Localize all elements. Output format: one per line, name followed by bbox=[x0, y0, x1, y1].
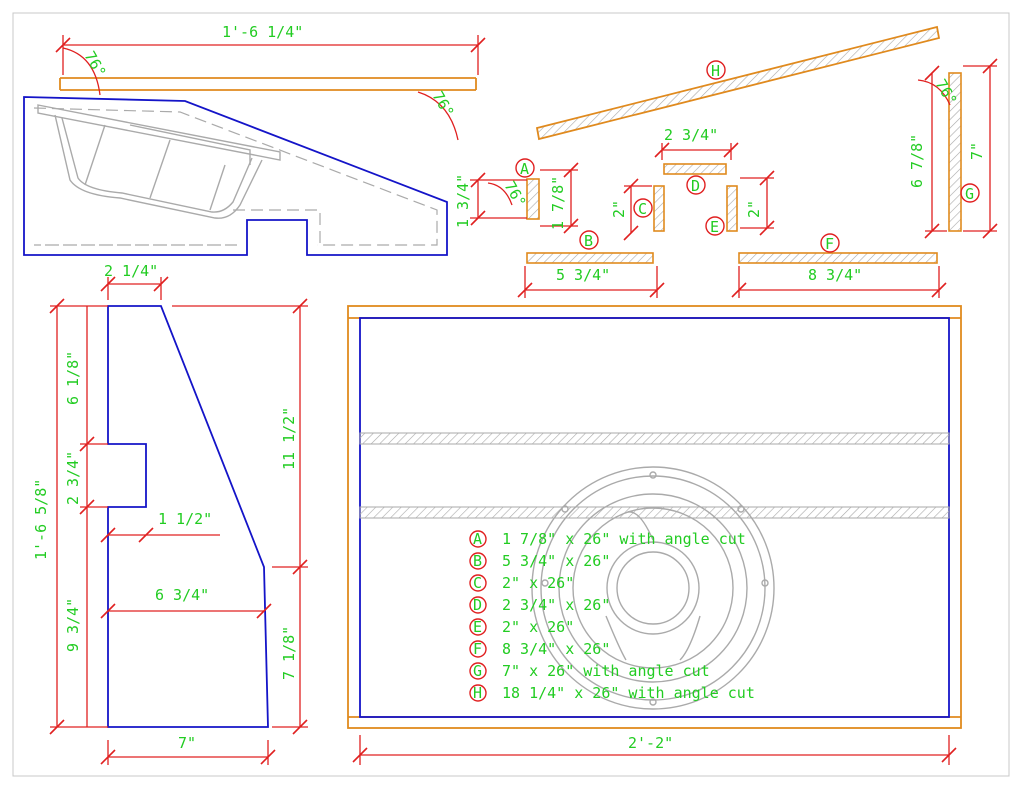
cut-list-item: F 8 3/4" x 26" bbox=[469, 640, 610, 658]
c-height-dim: 2" bbox=[610, 200, 628, 218]
subwoofer-front bbox=[531, 466, 775, 710]
cut-list-letter: F bbox=[473, 640, 482, 658]
side-total-dim: 1'-6 5/8" bbox=[32, 479, 50, 560]
part-a-label: A bbox=[520, 160, 529, 178]
cut-list-item: G 7" x 26" with angle cut bbox=[469, 662, 710, 680]
part-sections: H A 1 3/4" 76° 1 7/8" C 2" D bbox=[454, 25, 998, 298]
a-height-dim: 1 3/4" bbox=[454, 174, 472, 228]
cut-list-text: 5 3/4" x 26" bbox=[502, 552, 610, 570]
cut-list-letter: C bbox=[473, 574, 482, 592]
cut-list-item: E 2" x 26" bbox=[469, 618, 574, 636]
front-panel-board bbox=[347, 305, 962, 729]
cut-list-text: 1 7/8" x 26" with angle cut bbox=[502, 530, 746, 548]
cut-list-bubble bbox=[469, 596, 487, 614]
cut-list-item: A 1 7/8" x 26" with angle cut bbox=[469, 530, 746, 548]
angle-right-dim: 76° bbox=[429, 88, 458, 120]
side-panel-outline bbox=[107, 305, 269, 728]
cut-list-letter: A bbox=[473, 530, 482, 548]
part-g-label: G bbox=[965, 185, 974, 203]
subwoofer-profile bbox=[37, 104, 281, 219]
part-b-label: B bbox=[584, 232, 593, 250]
part-h-label: H bbox=[711, 62, 720, 80]
top-length-dim: 1'-6 1/4" bbox=[222, 23, 303, 41]
side-upper-dim: 6 1/8" bbox=[64, 351, 82, 405]
front-panel-view: 2'-2" bbox=[347, 305, 962, 765]
cut-list-letter: G bbox=[473, 662, 482, 680]
side-lower-dim: 9 3/4" bbox=[64, 598, 82, 652]
part-f-section bbox=[738, 252, 938, 264]
cut-list-bubble bbox=[469, 618, 487, 636]
cut-list-item: H 18 1/4" x 26" with angle cut bbox=[469, 684, 755, 702]
cut-list-text: 2 3/4" x 26" bbox=[502, 596, 610, 614]
d-width-dim: 2 3/4" bbox=[664, 126, 718, 144]
b-width-dim: 5 3/4" bbox=[556, 266, 610, 284]
angle-left-dim: 76° bbox=[81, 48, 110, 80]
part-h-section bbox=[535, 25, 941, 141]
part-d-section bbox=[663, 163, 727, 175]
cut-list-text: 2" x 26" bbox=[502, 618, 574, 636]
cut-list-text: 2" x 26" bbox=[502, 574, 574, 592]
front-height-dim: 7 1/8" bbox=[280, 626, 298, 680]
cut-list-bubble bbox=[469, 662, 487, 680]
side-mid-dim: 6 3/4" bbox=[155, 586, 209, 604]
a-angle-dim: 76° bbox=[501, 178, 530, 210]
part-b-section bbox=[526, 252, 654, 264]
brace-upper bbox=[359, 432, 950, 445]
notch-depth-dim: 1 1/2" bbox=[158, 510, 212, 528]
top-left-profile: 1'-6 1/4" 76° 76° bbox=[23, 23, 486, 256]
sheet-border bbox=[12, 12, 1010, 777]
part-e-section bbox=[726, 185, 738, 232]
part-e-label: E bbox=[710, 218, 719, 236]
cut-list-bubble bbox=[469, 530, 487, 548]
cut-list-bubble bbox=[469, 684, 487, 702]
cut-list-bubble bbox=[469, 552, 487, 570]
cut-list-text: 8 3/4" x 26" bbox=[502, 640, 610, 658]
cut-list-letter: D bbox=[473, 596, 482, 614]
box-outline-profile bbox=[23, 96, 448, 256]
part-c-section bbox=[653, 185, 665, 232]
cut-list-item: D 2 3/4" x 26" bbox=[469, 596, 610, 614]
a-width-dim: 1 7/8" bbox=[549, 176, 567, 230]
cut-list-letter: H bbox=[473, 684, 482, 702]
cut-list-letter: E bbox=[473, 618, 482, 636]
part-f-label: F bbox=[825, 235, 834, 253]
side-panel-view: 2 1/4" 1'-6 5/8" 6 1/8" 2 3/4" 9 3/4" 1 … bbox=[32, 262, 308, 765]
slope-height-dim: 11 1/2" bbox=[280, 407, 298, 470]
part-a-section bbox=[526, 178, 540, 220]
brace-lower bbox=[359, 506, 950, 519]
front-width-dim: 2'-2" bbox=[628, 734, 673, 752]
cut-list-item: B 5 3/4" x 26" bbox=[469, 552, 610, 570]
cut-list-letter: B bbox=[473, 552, 482, 570]
e-height-dim: 2" bbox=[745, 200, 763, 218]
cut-list-bubble bbox=[469, 640, 487, 658]
cut-list-item: C 2" x 26" bbox=[469, 574, 574, 592]
f-width-dim: 8 3/4" bbox=[808, 266, 862, 284]
side-notch-dim: 2 3/4" bbox=[64, 451, 82, 505]
g-right-dim: 7" bbox=[968, 142, 986, 160]
side-top-dim: 2 1/4" bbox=[104, 262, 158, 280]
side-bottom-dim: 7" bbox=[178, 734, 196, 752]
cut-list-text: 18 1/4" x 26" with angle cut bbox=[502, 684, 755, 702]
part-c-label: C bbox=[638, 200, 647, 218]
cut-list-text: 7" x 26" with angle cut bbox=[502, 662, 710, 680]
cut-list-bubble bbox=[469, 574, 487, 592]
g-left-dim: 6 7/8" bbox=[908, 134, 926, 188]
part-g-section bbox=[948, 72, 962, 232]
part-d-label: D bbox=[691, 177, 700, 195]
